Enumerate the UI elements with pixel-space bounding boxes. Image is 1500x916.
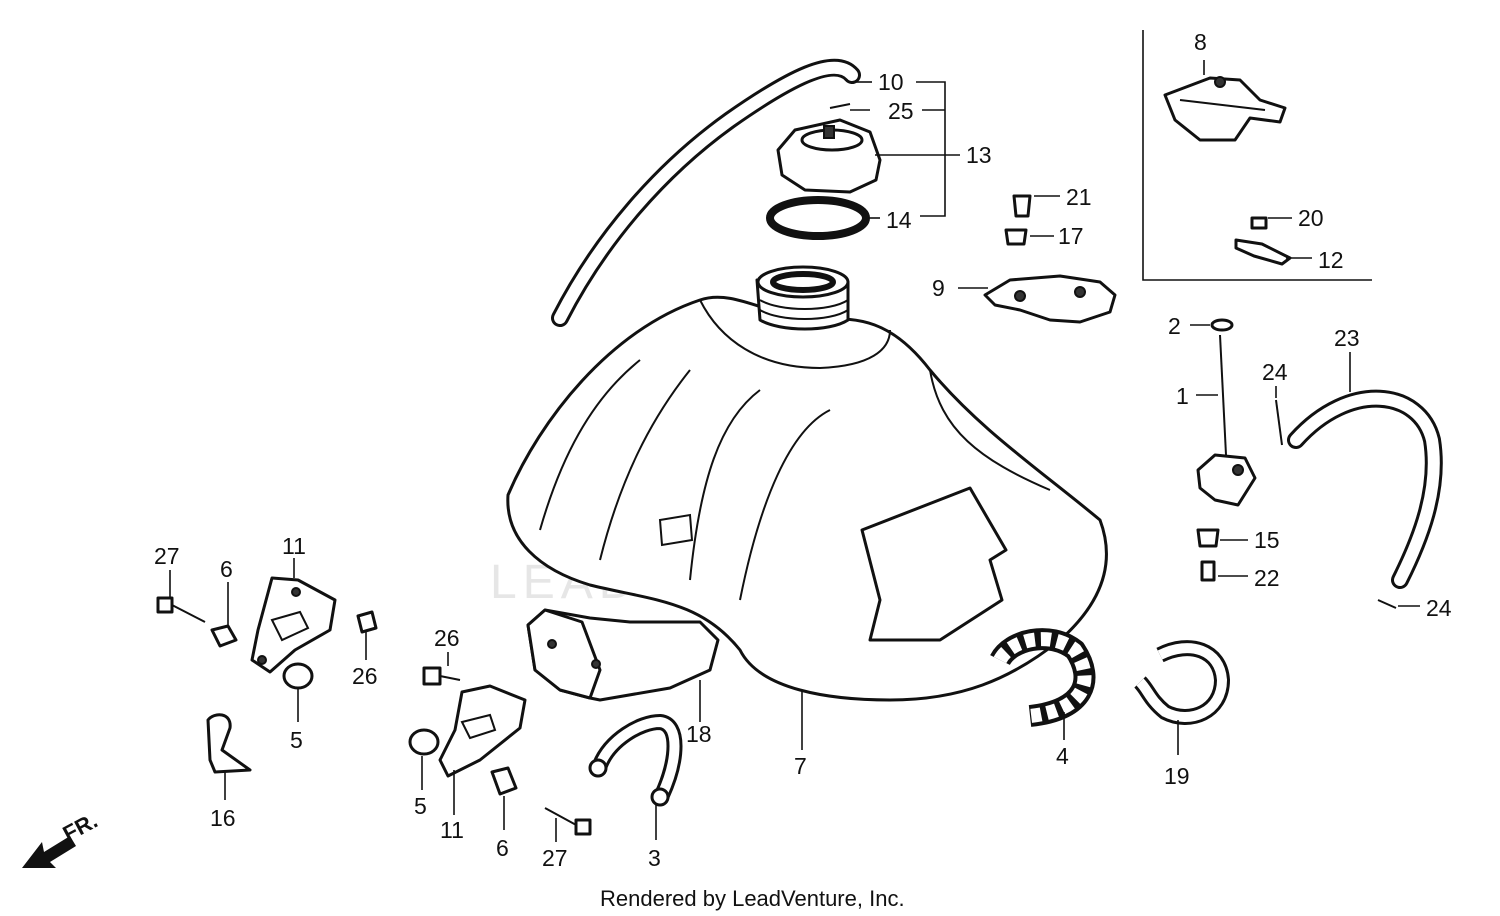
label-15: 15 xyxy=(1254,527,1280,553)
label-3: 3 xyxy=(648,845,661,871)
hose-clip-lower[interactable] xyxy=(1377,599,1397,609)
label-5-left: 5 xyxy=(290,727,303,753)
label-8: 8 xyxy=(1194,29,1207,55)
label-6-center: 6 xyxy=(496,835,509,861)
label-16: 16 xyxy=(210,805,236,831)
inset-frame xyxy=(1142,30,1372,281)
label-27-left: 27 xyxy=(154,543,180,569)
label-26-center: 26 xyxy=(434,625,460,651)
rubber-5-left[interactable] xyxy=(282,662,314,690)
footer-credit: Rendered by LeadVenture, Inc. xyxy=(600,886,905,911)
rubber-band[interactable] xyxy=(588,713,683,807)
stay-11-left[interactable] xyxy=(250,576,337,674)
bolt-20[interactable] xyxy=(1250,216,1268,230)
rear-bracket[interactable] xyxy=(1163,76,1287,142)
bolt-27-center[interactable] xyxy=(544,807,592,836)
label-24-upper: 24 xyxy=(1262,359,1288,385)
label-23: 23 xyxy=(1334,325,1360,351)
label-27-center: 27 xyxy=(542,845,568,871)
label-22: 22 xyxy=(1254,565,1280,591)
hose-clip-upper[interactable] xyxy=(1275,399,1283,446)
label-11-left: 11 xyxy=(282,533,306,559)
washer-15[interactable] xyxy=(1196,528,1220,548)
label-9: 9 xyxy=(932,275,945,301)
collar-6-left[interactable] xyxy=(210,624,238,648)
label-25: 25 xyxy=(888,98,914,124)
rubber-5-center[interactable] xyxy=(408,728,440,756)
leader-lines xyxy=(169,60,1420,842)
collar-6-center[interactable] xyxy=(490,766,518,796)
bracket-9[interactable] xyxy=(983,274,1117,324)
fuel-tank[interactable] xyxy=(506,295,1108,702)
bolt-27-left[interactable] xyxy=(156,596,206,623)
nut-17[interactable] xyxy=(1004,228,1028,246)
breather-tube[interactable] xyxy=(551,58,861,327)
stay-11-center[interactable] xyxy=(438,684,527,778)
fuel-cap[interactable] xyxy=(776,118,882,194)
bolt-26-center[interactable] xyxy=(422,666,461,686)
label-5-center: 5 xyxy=(414,793,427,819)
label-20: 20 xyxy=(1298,205,1324,231)
tube-clip[interactable] xyxy=(829,103,851,109)
label-6-left: 6 xyxy=(220,556,233,582)
label-7: 7 xyxy=(794,753,807,779)
fuel-hose[interactable] xyxy=(1287,389,1443,589)
tank-band-4[interactable] xyxy=(990,628,1096,727)
label-21: 21 xyxy=(1066,184,1092,210)
label-13: 13 xyxy=(966,142,992,168)
tank-band-19[interactable] xyxy=(1134,640,1231,725)
label-26-left: 26 xyxy=(352,663,378,689)
callout-labels: 1 2 3 4 5 5 6 6 7 8 9 10 11 11 12 13 14 … xyxy=(154,29,1452,871)
label-19: 19 xyxy=(1164,763,1190,789)
label-1: 1 xyxy=(1176,383,1189,409)
filler-neck xyxy=(755,265,850,331)
hook-16[interactable] xyxy=(206,713,252,774)
clip-12[interactable] xyxy=(1234,238,1292,266)
bolt-22[interactable] xyxy=(1200,560,1216,582)
label-12: 12 xyxy=(1318,247,1344,273)
label-4: 4 xyxy=(1056,743,1069,769)
label-17: 17 xyxy=(1058,223,1084,249)
bolt-21[interactable] xyxy=(1012,194,1032,218)
label-14: 14 xyxy=(886,207,912,233)
front-direction-arrow-icon xyxy=(22,836,76,868)
tank-side-cover[interactable] xyxy=(526,608,720,702)
label-2: 2 xyxy=(1168,313,1181,339)
fuel-valve[interactable] xyxy=(1196,318,1257,507)
bolt-26-left[interactable] xyxy=(356,610,378,634)
label-11-center: 11 xyxy=(440,817,464,843)
label-10: 10 xyxy=(878,69,904,95)
label-18: 18 xyxy=(686,721,712,747)
cap-gasket[interactable] xyxy=(766,196,870,240)
label-24-lower: 24 xyxy=(1426,595,1452,621)
